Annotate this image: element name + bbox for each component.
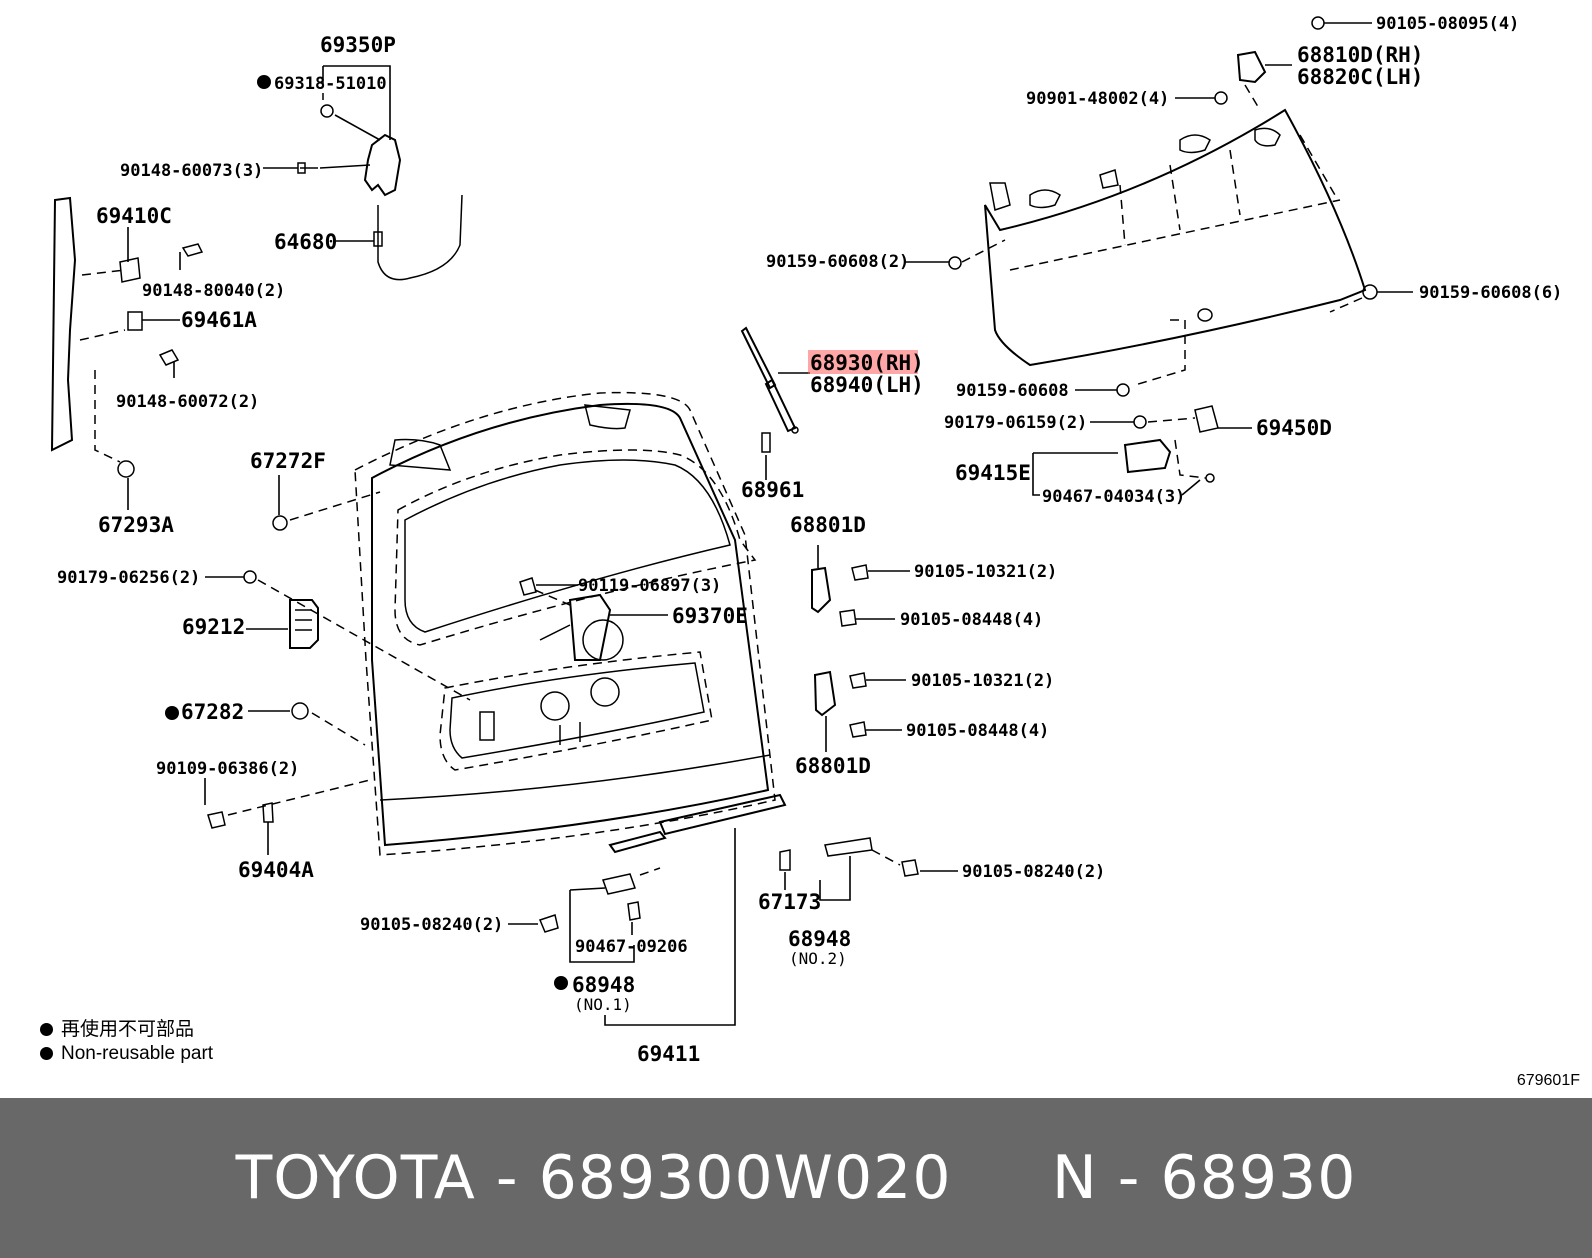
legend-row-en: Non-reusable part <box>40 1042 213 1066</box>
label-90159-60608-b: 90159-60608(6) <box>1419 283 1562 303</box>
footer-banner: TOYOTA - 689300W020 N - 68930 <box>0 1098 1592 1258</box>
label-90119-06897: 90119-06897(3) <box>578 576 721 596</box>
legend-jp-text: 再使用不可部品 <box>61 1019 195 1040</box>
label-90901-48002: 90901-48002(4) <box>1026 89 1169 109</box>
label-69461a: 69461A <box>181 308 257 332</box>
label-69410c: 69410C <box>96 204 172 228</box>
label-68948-no1-sub: (NO.1) <box>574 995 632 1014</box>
diagram-code: 679601F <box>1516 1072 1580 1089</box>
selected-part-highlight <box>808 350 918 374</box>
label-69350p: 69350P <box>320 33 396 57</box>
legend-en-text: Non-reusable part <box>61 1043 214 1064</box>
non-reusable-marker <box>257 75 271 89</box>
label-90159-60608-c: 90159-60608 <box>956 381 1069 401</box>
leader-lines <box>127 22 1413 1026</box>
non-reusable-dot-icon <box>40 1023 53 1036</box>
label-68820c-lh: 68820C(LH) <box>1297 65 1423 89</box>
label-90105-08095: 90105-08095(4) <box>1376 14 1519 34</box>
label-67272f: 67272F <box>250 449 326 473</box>
label-69450d: 69450D <box>1256 416 1332 440</box>
part-labels: 69350P 69318-51010 90148-60073(3) 69410C… <box>57 14 1562 1066</box>
label-68801d-top: 68801D <box>790 513 866 537</box>
back-door-panel <box>354 391 776 856</box>
label-69404a: 69404A <box>238 858 314 882</box>
label-90105-08448-a: 90105-08448(4) <box>900 610 1043 630</box>
label-68948-no2: 68948 <box>788 927 851 951</box>
label-90105-10321-a: 90105-10321(2) <box>914 562 1057 582</box>
label-90105-08448-b: 90105-08448(4) <box>906 721 1049 741</box>
label-90467-04034: 90467-04034(3) <box>1042 487 1185 507</box>
label-69212: 69212 <box>182 615 245 639</box>
label-68961: 68961 <box>741 478 804 502</box>
label-68810d-rh: 68810D(RH) <box>1297 43 1423 67</box>
legend: 再使用不可部品 Non-reusable part <box>40 1018 213 1066</box>
label-68930-rh: 68930(RH) <box>810 351 924 375</box>
label-90105-10321-b: 90105-10321(2) <box>911 671 1054 691</box>
label-68948-no1: 68948 <box>572 973 635 997</box>
outer-garnish <box>984 108 1367 386</box>
label-67173: 67173 <box>758 890 821 914</box>
label-69318-51010: 69318-51010 <box>274 74 387 94</box>
non-reusable-marker <box>554 976 568 990</box>
label-68940-lh: 68940(LH) <box>810 373 924 397</box>
parts-diagram: 69350P 69318-51010 90148-60073(3) 69410C… <box>50 14 1562 1066</box>
label-90105-08240-left: 90105-08240(2) <box>360 915 503 935</box>
label-67282: 67282 <box>181 700 244 724</box>
label-69415e: 69415E <box>955 461 1031 485</box>
label-90105-08240-right: 90105-08240(2) <box>962 862 1105 882</box>
label-90148-80040: 90148-80040(2) <box>142 281 285 301</box>
label-90179-06256: 90179-06256(2) <box>57 568 200 588</box>
label-69370e: 69370E <box>672 604 748 628</box>
legend-row-jp: 再使用不可部品 <box>40 1018 213 1042</box>
label-90467-09206: 90467-09206 <box>575 937 688 957</box>
label-90179-06159: 90179-06159(2) <box>944 413 1087 433</box>
label-90109-06386: 90109-06386(2) <box>156 759 299 779</box>
label-90148-60072: 90148-60072(2) <box>116 392 259 412</box>
label-69411: 69411 <box>637 1042 700 1066</box>
parts-hardware <box>50 16 1378 933</box>
label-68801d-bottom: 68801D <box>795 754 871 778</box>
label-64680: 64680 <box>274 230 337 254</box>
label-68948-no2-sub: (NO.2) <box>789 949 847 968</box>
non-reusable-dot-icon <box>40 1047 53 1060</box>
label-67293a: 67293A <box>98 513 174 537</box>
non-reusable-marker <box>165 706 179 720</box>
label-90159-60608-a: 90159-60608(2) <box>766 252 909 272</box>
footer-part-text: TOYOTA - 689300W020 N - 68930 <box>235 1143 1357 1213</box>
label-90148-60073: 90148-60073(3) <box>120 161 263 181</box>
